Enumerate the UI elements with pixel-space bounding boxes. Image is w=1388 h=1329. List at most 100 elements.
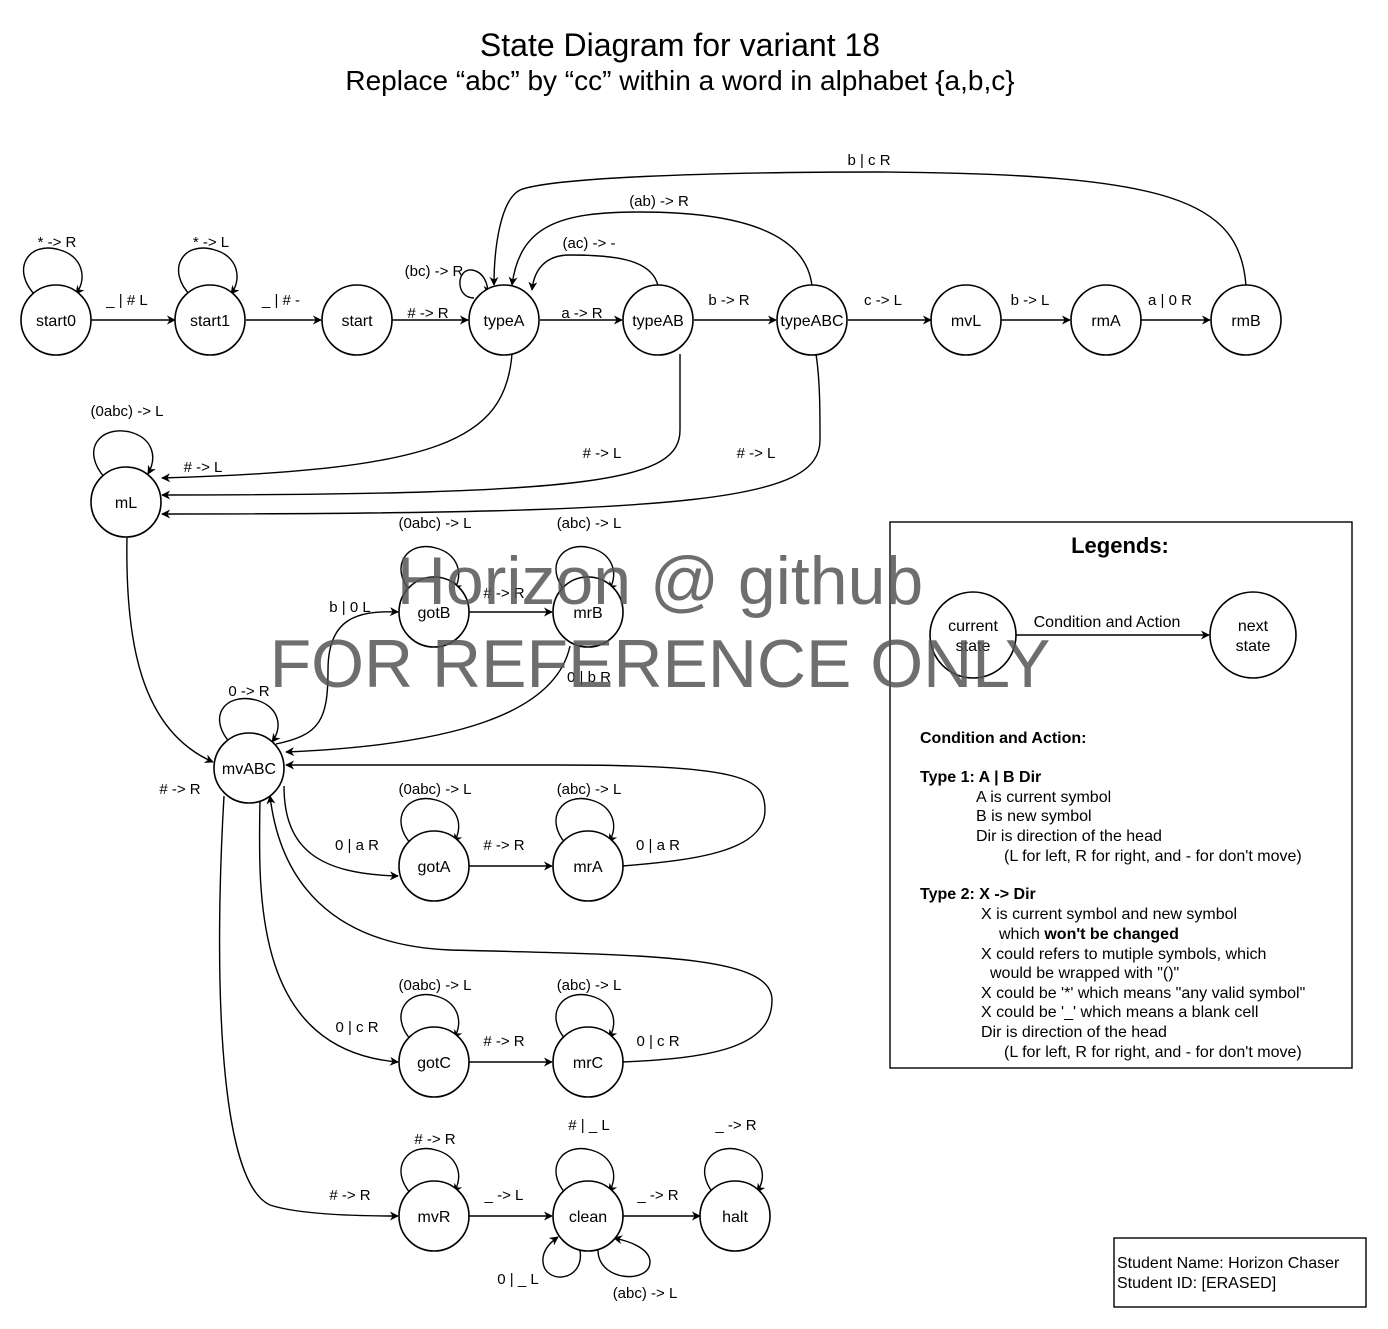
label-start1-start: _ | # - (261, 292, 300, 309)
edge-mrB-mvABC (285, 645, 571, 757)
edge-halt-self (703, 1147, 766, 1195)
label-mvABC-gotA: 0 | a R (335, 837, 379, 854)
edge-mL-self (93, 430, 156, 479)
label-gotB-self: (0abc) -> L (399, 515, 472, 532)
state-rmA[interactable]: rmA (1070, 284, 1142, 356)
watermark: Horizon @ github FOR REFERENCE ONLY (270, 543, 1051, 702)
label-clean-halt: _ -> R (636, 1187, 678, 1204)
state-typeA[interactable]: typeA (468, 284, 540, 356)
state-mvR[interactable]: mvR (398, 1180, 470, 1252)
state-label: start (341, 313, 373, 330)
state-label: rmA (1091, 313, 1121, 330)
state-typeABC[interactable]: typeABC (776, 284, 848, 356)
watermark-line1: Horizon @ github (397, 543, 923, 619)
label-mrA-self: (abc) -> L (557, 781, 622, 798)
legend-type2-prefix: which (998, 926, 1044, 943)
state-rmB[interactable]: rmB (1210, 284, 1282, 356)
state-mrC[interactable]: mrC (552, 1026, 624, 1098)
label-start-typeA: # -> R (407, 305, 448, 322)
edge-gotB-self (400, 545, 463, 593)
label-mL-mvABC: # -> R (159, 781, 200, 798)
legend-type2-line: Dir is direction of the head (981, 1024, 1167, 1041)
state-start1[interactable]: start1 (174, 284, 246, 356)
edge-mvR-self (400, 1147, 463, 1195)
state-mvABC[interactable]: mvABC (213, 732, 285, 804)
diagram-title: State Diagram for variant 18 (480, 27, 880, 63)
label-mrB-self: (abc) -> L (557, 515, 622, 532)
label-gotC-mrC: # -> R (483, 1033, 524, 1050)
legend-type1-line: (L for left, R for right, and - for don'… (1004, 848, 1302, 865)
state-halt[interactable]: halt (699, 1180, 771, 1252)
states: start0 start1 start typeA typeAB typeABC… (20, 284, 1282, 1252)
edge-mrB-self (555, 545, 618, 593)
label-typeABC-mL: # -> L (737, 445, 776, 462)
legend-next-state-line1: next (1238, 618, 1269, 635)
label-mrA-mvABC: 0 | a R (636, 837, 680, 854)
state-label: clean (569, 1209, 607, 1226)
edge-typeA-mL (161, 353, 513, 483)
edge-mL-mvABC (126, 535, 214, 763)
state-label: gotA (418, 859, 451, 876)
label-mvABC-gotB: b | 0 L (329, 599, 370, 616)
watermark-line2: FOR REFERENCE ONLY (270, 626, 1051, 702)
label-rmA-rmB: a | 0 R (1148, 292, 1192, 309)
state-gotA[interactable]: gotA (398, 830, 470, 902)
edge-gotC-self (400, 993, 463, 1041)
label-start0-self: * -> R (38, 234, 77, 251)
student-frame (1113, 1237, 1367, 1308)
edges (22, 171, 1247, 1278)
label-mvABC-gotC: 0 | c R (335, 1019, 378, 1036)
state-label: halt (722, 1209, 748, 1226)
edge-mvABC-self (218, 697, 281, 746)
student-id: Student ID: [ERASED] (1117, 1275, 1276, 1292)
edge-mvABC-mvR (218, 795, 399, 1221)
label-typeABC-typeA: (ab) -> R (629, 193, 689, 210)
state-label: gotC (417, 1055, 451, 1072)
edge-mrA-self (555, 797, 618, 845)
state-mvL[interactable]: mvL (930, 284, 1002, 356)
edge-mrC-mvABC (266, 795, 773, 1063)
edge-mrA-mvABC (285, 760, 766, 867)
label-start0-start1: _ | # L (105, 292, 147, 309)
legend-type1-line: Dir is direction of the head (976, 828, 1162, 845)
edge-mvABC-gotC (258, 799, 399, 1066)
label-gotA-mrA: # -> R (483, 837, 524, 854)
edge-clean-abc (597, 1235, 651, 1278)
state-start[interactable]: start (321, 284, 393, 356)
legend-type2-line: X could be '_' which means a blank cell (981, 1004, 1258, 1021)
edge-typeABC-typeA (508, 211, 813, 287)
label-halt-self: _ -> R (714, 1117, 756, 1134)
state-start0[interactable]: start0 (20, 284, 92, 356)
label-mvL-rmA: b -> L (1011, 292, 1050, 309)
label-typeABC-mvL: c -> L (864, 292, 902, 309)
state-mrB[interactable]: mrB (552, 576, 624, 648)
legend-type2-line: would be wrapped with "()" (989, 965, 1179, 982)
legend-type2-line: X could refers to mutiple symbols, which (981, 946, 1266, 963)
label-typeAB-typeA: (ac) -> - (563, 235, 616, 252)
state-label: gotB (418, 605, 451, 622)
student-info: Student Name: Horizon Chaser Student ID:… (1113, 1237, 1367, 1308)
state-label: mrA (573, 859, 603, 876)
edge-start1-self (177, 247, 240, 297)
label-rmB-typeA: b | c R (847, 152, 890, 169)
legend-type2-line: which won't be changed (998, 926, 1179, 943)
state-mL[interactable]: mL (90, 466, 162, 538)
state-clean[interactable]: clean (552, 1180, 624, 1252)
legend-ca-heading: Condition and Action: (920, 730, 1086, 747)
edge-clean-zero (542, 1236, 581, 1278)
legend-current-state-line2: state (956, 638, 991, 655)
label-gotC-self: (0abc) -> L (399, 977, 472, 994)
label-gotB-mrB: # -> R (483, 585, 524, 602)
edge-labels: * -> R _ | # L * -> L _ | # - # -> R (bc… (38, 152, 1193, 1302)
label-mvR-self: # -> R (414, 1131, 455, 1148)
edge-rmB-typeA (489, 171, 1247, 287)
state-mrA[interactable]: mrA (552, 830, 624, 902)
label-mvABC-self: 0 -> R (228, 683, 269, 700)
edge-mrC-self (555, 993, 618, 1041)
state-gotC[interactable]: gotC (398, 1026, 470, 1098)
state-label: rmB (1231, 313, 1260, 330)
state-typeAB[interactable]: typeAB (622, 284, 694, 356)
state-gotB[interactable]: gotB (398, 576, 470, 648)
edge-clean-self (555, 1147, 618, 1195)
label-mvR-clean: _ -> L (484, 1187, 524, 1204)
